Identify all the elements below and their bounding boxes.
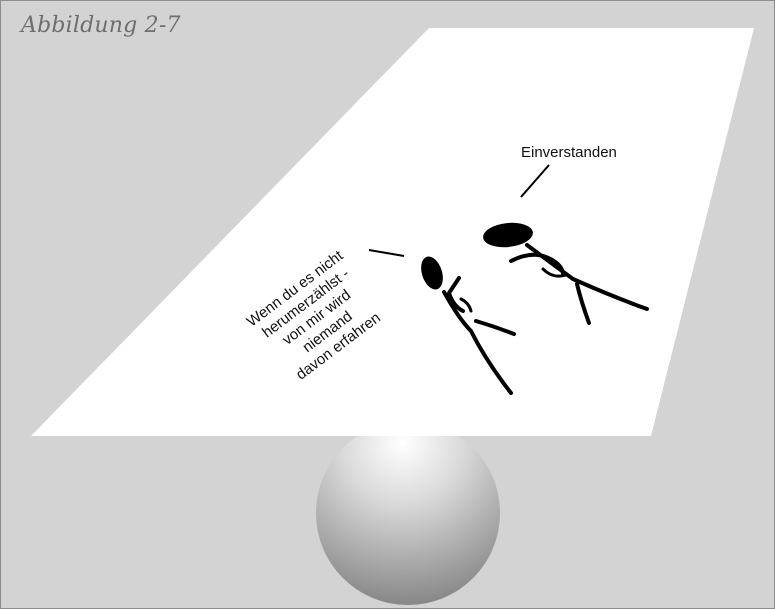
figure-left-body	[442, 290, 513, 395]
speech-pointer-left	[368, 249, 405, 257]
stick-figure-left	[421, 256, 516, 395]
figure-right-arm-back	[541, 267, 568, 278]
figure-left-head	[421, 256, 443, 290]
paper-sheet	[31, 28, 754, 436]
figure-left-arm-front	[447, 276, 465, 313]
figure-left-leg	[474, 319, 516, 336]
figure-left-arm-back	[459, 297, 473, 313]
figure-right-leg	[575, 282, 591, 325]
sphere	[316, 421, 500, 605]
figure-caption: Abbildung 2-7	[21, 13, 181, 38]
speech-pointer-right	[520, 164, 550, 198]
stick-figure-right	[483, 222, 649, 325]
figure-right-arm-front	[509, 252, 565, 275]
speech-text-right: Einverstanden	[521, 144, 617, 161]
figure-right-head	[483, 222, 533, 248]
